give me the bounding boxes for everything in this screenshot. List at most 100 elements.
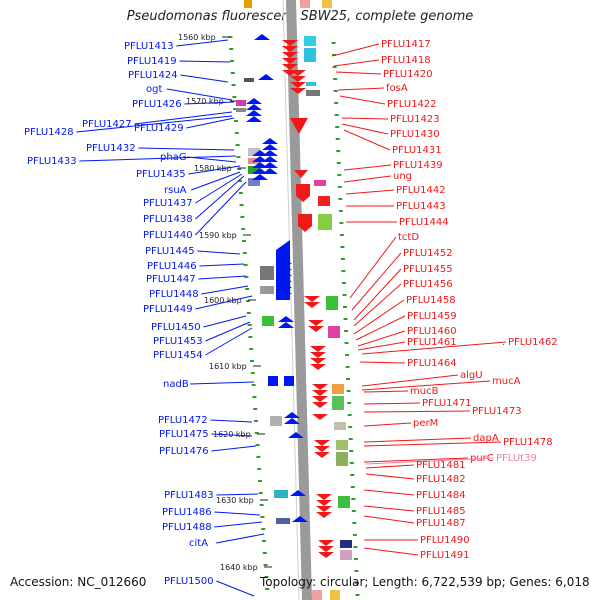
right-gene-connector	[363, 402, 421, 405]
right-gene-connector	[331, 43, 380, 57]
track-tick	[234, 120, 238, 122]
track-tick	[230, 60, 234, 62]
accession-label: Accession: NC_012660	[10, 575, 147, 589]
left-gene-label: PFLU1450	[151, 322, 201, 333]
track-tick	[255, 444, 260, 446]
right-gene-label: algU	[460, 370, 483, 381]
track-tick	[339, 222, 344, 224]
right-gene-connector	[343, 164, 392, 171]
left-gene-connector	[214, 521, 263, 528]
track-tick	[258, 480, 262, 482]
left-gene-label: ogt	[146, 84, 162, 95]
right-gene-label: PFLU1473	[472, 406, 522, 417]
right-gene-label: PFLU1481	[416, 460, 466, 471]
right-gene-label: PFLU1455	[403, 264, 453, 275]
track-tick	[260, 516, 265, 518]
reverse-gene-arrow	[316, 506, 332, 512]
forward-gene-arrow	[262, 144, 278, 150]
left-gene-connector	[195, 173, 243, 204]
gene-domain-block	[318, 196, 330, 206]
gene-domain-block	[336, 452, 348, 466]
reverse-gene-arrow	[290, 70, 306, 76]
track-tick	[228, 36, 233, 38]
forward-gene-arrow	[288, 432, 304, 438]
reverse-gene-arrow	[318, 552, 334, 558]
topology-label: Topology: circular; Length: 6,722,539 bp…	[260, 575, 590, 589]
gene-domain-block	[326, 296, 338, 310]
left-gene-connector	[211, 433, 253, 437]
left-gene-connector	[195, 181, 247, 236]
right-gene-label: PFLU1443	[396, 201, 446, 212]
left-gene-connector	[214, 511, 261, 516]
gene-domain-block	[304, 36, 316, 46]
right-gene-connector	[365, 464, 415, 469]
left-gene-label: PFLU1445	[145, 246, 195, 257]
reverse-gene-arrow	[304, 302, 320, 308]
track-tick	[248, 336, 253, 338]
right-gene-connector	[341, 117, 389, 120]
track-tick	[240, 216, 245, 218]
gene-domain-block	[236, 108, 246, 112]
track-tick	[262, 540, 266, 542]
right-gene-label: PFLU1442	[396, 185, 446, 196]
reverse-gene-arrow	[316, 494, 332, 500]
track-tick	[347, 414, 352, 416]
right-gene-label: PFLU1439	[393, 160, 443, 171]
track-tick	[346, 390, 351, 392]
right-gene-connector	[353, 283, 402, 327]
track-tick	[263, 564, 268, 566]
track-tick	[349, 462, 354, 464]
left-gene-label: citA	[189, 538, 208, 549]
track-tick	[335, 138, 340, 140]
right-gene-label: ung	[393, 171, 412, 182]
gene-domain-block	[336, 440, 348, 450]
right-gene-label: PFLU1460	[407, 326, 457, 337]
left-gene-connector	[199, 263, 245, 267]
left-gene-connector	[179, 60, 231, 63]
right-gene-label: dapA	[473, 433, 499, 444]
right-gene-label: PFLU1459	[407, 311, 457, 322]
left-gene-label: PFLU1433	[27, 156, 77, 167]
track-tick	[350, 474, 355, 476]
reverse-gene-arrow	[282, 64, 298, 70]
scale-tick-label: 1590 kbp	[199, 231, 237, 240]
track-tick	[343, 306, 347, 308]
track-tick	[258, 492, 263, 494]
track-tick	[338, 210, 343, 212]
track-tick	[264, 576, 269, 578]
track-tick	[353, 558, 358, 560]
left-gene-label: PFLU1472	[158, 415, 208, 426]
right-gene-label: perM	[413, 418, 438, 429]
right-gene-label: PFLU1462	[508, 337, 558, 348]
right-gene-connector	[361, 380, 491, 391]
track-tick	[340, 246, 345, 248]
track-tick	[343, 318, 348, 320]
reverse-gene-arrow	[318, 540, 334, 546]
gene-domain-block	[260, 266, 274, 280]
right-gene-label: PFLU1491	[420, 550, 470, 561]
track-tick	[348, 426, 353, 428]
track-tick	[246, 300, 250, 302]
right-gene-connector	[365, 473, 415, 480]
scale-tick-label: 1560 kbp	[178, 33, 216, 42]
reverse-gene-arrow	[294, 170, 308, 178]
left-gene-label: nadB	[163, 379, 189, 390]
forward-gene-arrow	[276, 288, 292, 294]
scale-tick-label: 1580 kbp	[194, 164, 232, 173]
right-gene-connector	[339, 95, 386, 105]
right-gene-connector	[363, 547, 419, 556]
map-title: Pseudomonas fluorescens SBW25, complete …	[126, 9, 474, 24]
forward-gene-arrow	[254, 34, 270, 40]
right-gene-connector	[365, 457, 495, 465]
left-gene-label: PFLU1476	[159, 446, 209, 457]
reverse-gene-arrow	[308, 326, 324, 332]
reverse-gene-arrow	[290, 82, 306, 88]
scale-tick-label: 1620 kbp	[213, 430, 251, 439]
right-gene-connector	[351, 252, 402, 311]
track-tick	[250, 372, 255, 374]
left-gene-connector	[191, 171, 241, 191]
track-tick	[261, 528, 266, 530]
gene-domain-block	[332, 396, 344, 410]
